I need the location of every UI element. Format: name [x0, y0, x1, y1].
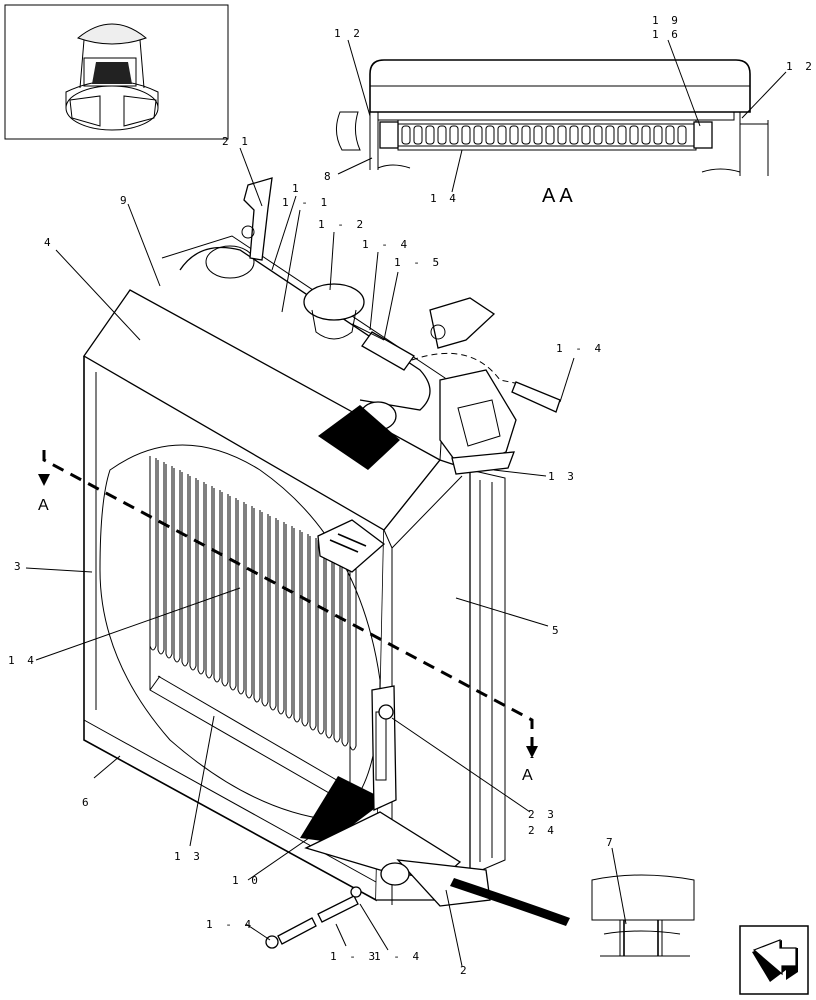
callout-16: 1 6: [652, 28, 681, 41]
core-fin: [269, 516, 277, 711]
callout-23: 2 3: [528, 808, 557, 821]
core-fin: [213, 488, 221, 683]
core-fin: [205, 484, 213, 679]
callout-1: 1: [292, 182, 302, 195]
section-tube: [533, 125, 543, 145]
core-fin: [157, 460, 165, 655]
section-cut-line: [38, 450, 538, 758]
section-tube: [449, 125, 459, 145]
core-fin: [317, 540, 325, 735]
section-tube: [629, 125, 639, 145]
section-mark-left: A: [38, 497, 49, 514]
section-tube: [653, 125, 663, 145]
core-fin: [333, 548, 341, 743]
core-fin: [325, 544, 333, 739]
callout-1-5: 1 - 5: [394, 256, 442, 269]
callout-4: 4: [44, 236, 54, 249]
section-tube: [413, 125, 423, 145]
core-fin: [173, 468, 181, 663]
callout-12-top-right: 1 2: [786, 60, 815, 73]
drain-pipe-parts: [265, 886, 362, 949]
callout-1-1: 1 - 1: [282, 196, 330, 209]
section-tube: [461, 125, 471, 145]
section-tube: [641, 125, 651, 145]
callout-1-3: 1 - 3: [330, 950, 378, 963]
section-tube: [401, 125, 411, 145]
callout-5: 5: [552, 624, 562, 637]
callout-14-main: 1 4: [8, 654, 37, 667]
section-tube: [557, 125, 567, 145]
section-mark-right: A: [522, 767, 533, 784]
section-tube: [509, 125, 519, 145]
core-fin: [181, 472, 189, 667]
radiator-assembly: [83, 177, 570, 926]
callout-24: 2 4: [528, 824, 557, 837]
section-aa-label: AA: [542, 185, 577, 207]
core-fin: [293, 528, 301, 723]
callout-1-4-bottom: 1 - 4: [374, 950, 422, 963]
callout-1-4-left: 1 - 4: [206, 918, 254, 931]
callout-9: 9: [120, 194, 130, 207]
section-tube: [473, 125, 483, 145]
callout-1-4-top: 1 - 4: [362, 238, 410, 251]
detail-seal-view: [591, 874, 695, 957]
core-fin: [221, 492, 229, 687]
callout-10: 1 0: [232, 874, 261, 887]
core-fin: [237, 500, 245, 695]
callout-19: 1 9: [652, 14, 681, 27]
callout-12-top-left: 1 2: [334, 27, 363, 40]
callout-8: 8: [324, 170, 334, 183]
core-fin: [349, 556, 357, 751]
core-fin: [197, 480, 205, 675]
callout-labels: 1 2 1 9 1 6 1 2 8 1 4 2 1 1 1 - 1 1 - 2 …: [8, 14, 815, 977]
section-tube: [617, 125, 627, 145]
core-fin: [285, 524, 293, 719]
callout-1-4-right: 1 - 4: [556, 342, 604, 355]
section-tube: [497, 125, 507, 145]
section-tube: [569, 125, 579, 145]
section-tube: [545, 125, 555, 145]
core-fin: [309, 536, 317, 731]
core-fin: [301, 532, 309, 727]
section-aa-view: AA: [336, 59, 769, 207]
section-tube: [665, 125, 675, 145]
machine-location-thumbnail: [4, 4, 229, 140]
section-tube: [593, 125, 603, 145]
core-fin: [229, 496, 237, 691]
core-fin: [149, 456, 157, 651]
section-tube: [437, 125, 447, 145]
core-fin: [165, 464, 173, 659]
leader-lines: [25, 39, 787, 967]
callout-6: 6: [82, 796, 92, 809]
core-fin: [261, 512, 269, 707]
callout-13-right: 1 3: [548, 470, 577, 483]
section-tube: [521, 125, 531, 145]
section-tube-row: [398, 123, 696, 147]
core-fin: [341, 552, 349, 747]
section-tube: [581, 125, 591, 145]
callout-3: 3: [14, 560, 24, 573]
section-tube: [425, 125, 435, 145]
callout-21: 2 1: [222, 135, 251, 148]
callout-7: 7: [606, 836, 616, 849]
core-fin: [245, 504, 253, 699]
callout-13-bottom: 1 3: [174, 850, 203, 863]
section-tube: [485, 125, 495, 145]
core-fin: [253, 508, 261, 703]
radiator-core-fins: [149, 456, 357, 751]
callout-14-section: 1 4: [430, 192, 459, 205]
callout-1-2: 1 - 2: [318, 218, 366, 231]
core-fin: [277, 520, 285, 715]
callout-2: 2: [460, 964, 470, 977]
core-fin: [189, 476, 197, 671]
next-page-arrow-icon[interactable]: [739, 925, 809, 995]
section-tube: [605, 125, 615, 145]
section-tube: [677, 125, 687, 145]
